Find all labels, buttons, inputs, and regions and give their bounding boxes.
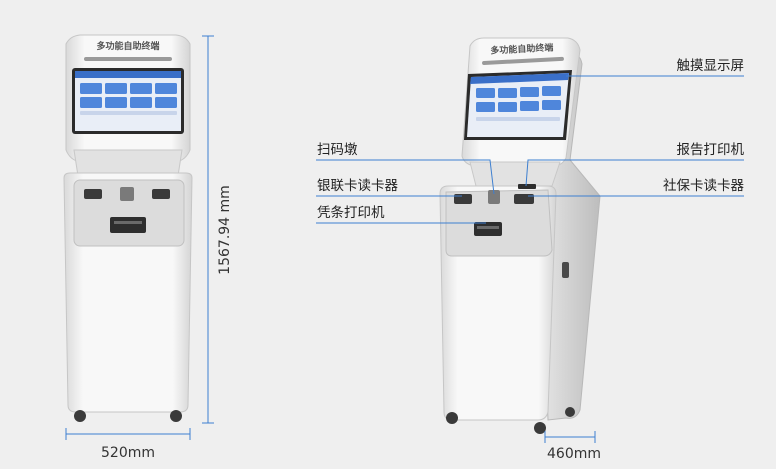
angled-neck [469,161,561,187]
front-kiosk: 多功能自助终端 [63,34,193,422]
callout-receipt-printer: 凭条打印机 [316,204,486,224]
callout-report-printer: 报告打印机 [525,141,745,187]
callout-bank-card-reader-label: 银联卡读卡器 [317,178,398,194]
front-social-card-reader [152,189,170,199]
front-width-dimension: 520mm [65,428,191,461]
callout-report-printer-label: 报告打印机 [677,141,745,158]
callout-touch-screen-label: 触摸显示屏 [677,58,745,74]
front-speaker-bar [84,57,172,61]
callout-receipt-printer-label: 凭条打印机 [317,204,385,221]
depth-dimension: 460mm [544,431,601,462]
front-height-dimension: 1567.94 mm [202,35,233,424]
angled-receipt-slot [477,226,499,229]
angled-scanner [488,190,500,204]
angled-report-printer [518,184,536,189]
front-scanner [120,187,134,201]
depth-side-label: 460mm [547,446,601,462]
height-label: 1567.94 mm [217,185,233,275]
front-header-text: 多功能自助终端 [96,40,159,52]
callout-scanner: 扫码墩 [316,142,495,195]
callout-bank-card-reader: 银联卡读卡器 [316,178,462,197]
angled-kiosk: 多功能自助终端 [439,37,601,434]
angled-speaker-bar [482,56,564,65]
angled-wheel-front-left [446,412,458,424]
front-bank-card-reader [84,189,102,199]
front-screen-banner [75,71,181,78]
callout-touch-screen: 触摸显示屏 [566,58,745,77]
callout-social-card-reader: 社保卡读卡器 [528,178,744,197]
width-front-label: 520mm [101,445,155,461]
callout-social-card-reader-label: 社保卡读卡器 [663,178,744,194]
angled-screen-banner [470,73,569,84]
angled-screen-tiles [476,86,561,121]
front-receipt-slot [114,221,142,224]
angled-wheel-front-right [534,422,546,434]
angled-wheel-rear [565,407,575,417]
front-screen-tiles [80,83,177,115]
front-wheel-left [74,410,86,422]
front-wheel-right [170,410,182,422]
front-neck [73,149,183,177]
callout-scanner-label: 扫码墩 [317,142,358,158]
angled-header-text: 多功能自助终端 [490,41,554,56]
front-receipt-printer [110,217,146,233]
angled-side-handle [562,262,569,278]
